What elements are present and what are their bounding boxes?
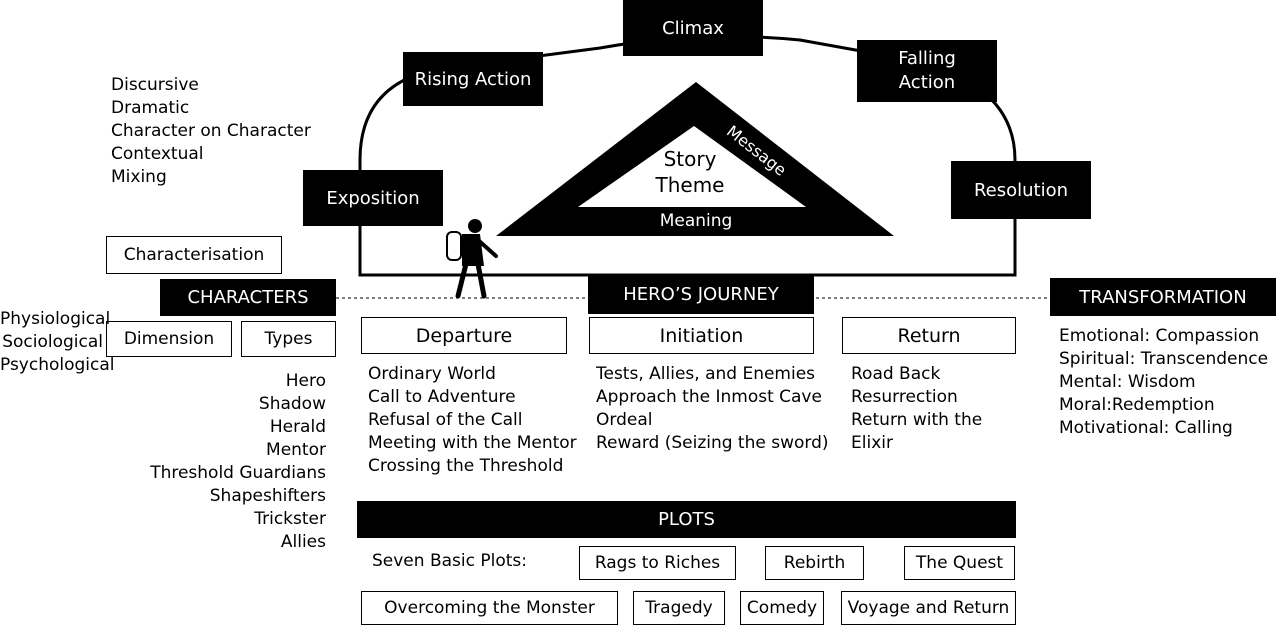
list-item: Spiritual: Transcendence	[1059, 349, 1269, 369]
list-item: Character on Character	[111, 121, 311, 141]
falling-action-label: Falling Action	[898, 48, 956, 93]
plot-label: The Quest	[915, 553, 1004, 573]
list-item: Mixing	[111, 167, 167, 187]
seven-basic-plots-label: Seven Basic Plots:	[372, 551, 527, 571]
exposition-label: Exposition	[326, 187, 420, 209]
list-item: Tests, Allies, and Enemies	[596, 364, 816, 384]
return-box: Return	[842, 317, 1016, 354]
falling-action-box: Falling Action	[857, 40, 997, 102]
heros-journey-title: HERO’S JOURNEY	[623, 283, 779, 305]
list-item: Call to Adventure	[368, 387, 516, 407]
list-item: Road Back	[851, 364, 941, 384]
departure-label: Departure	[415, 324, 513, 347]
plot-box: Comedy	[740, 591, 824, 625]
plot-box: Rebirth	[765, 546, 864, 580]
list-item: Herald	[269, 417, 326, 437]
resolution-label: Resolution	[973, 179, 1069, 201]
list-item: Sociological	[2, 332, 103, 352]
characters-title: CHARACTERS	[187, 287, 309, 308]
plot-box: Tragedy	[633, 591, 725, 625]
departure-box: Departure	[361, 317, 567, 354]
initiation-box: Initiation	[589, 317, 814, 354]
plot-label: Rags to Riches	[594, 553, 721, 573]
character-types-list: Hero Shadow Herald Mentor Threshold Guar…	[130, 370, 326, 554]
initiation-list: Tests, Allies, and Enemies Approach the …	[596, 363, 829, 455]
list-item: Return with the	[851, 410, 983, 430]
initiation-label: Initiation	[659, 324, 744, 347]
list-item: Shadow	[258, 394, 326, 414]
heros-journey-header: HERO’S JOURNEY	[588, 274, 814, 314]
transformation-header: TRANSFORMATION	[1050, 278, 1276, 316]
list-item: Ordinary World	[368, 364, 496, 384]
exposition-box: Exposition	[303, 170, 443, 226]
list-item: Elixir	[851, 433, 893, 453]
return-list: Road Back Resurrection Return with the E…	[851, 363, 982, 455]
climax-box: Climax	[623, 0, 763, 56]
rising-action-box: Rising Action	[403, 52, 543, 106]
list-item: Motivational: Calling	[1059, 418, 1233, 438]
rising-action-label: Rising Action	[414, 68, 532, 90]
list-item: Reward (Seizing the sword)	[596, 433, 829, 453]
list-item: Contextual	[111, 144, 204, 164]
list-item: Shapeshifters	[209, 486, 326, 506]
climax-label: Climax	[662, 17, 724, 39]
plot-label: Overcoming the Monster	[384, 598, 595, 618]
resolution-box: Resolution	[951, 161, 1091, 219]
types-label: Types	[264, 329, 313, 349]
plot-box: Overcoming the Monster	[361, 591, 618, 625]
plot-box: Voyage and Return	[841, 591, 1016, 625]
list-item: Meeting with the Mentor	[368, 433, 577, 453]
plots-header: PLOTS	[357, 501, 1016, 538]
story-theme-label: Story Theme	[655, 147, 725, 197]
list-item: Moral:Redemption	[1059, 395, 1215, 415]
plots-title: PLOTS	[658, 509, 715, 530]
plot-label: Voyage and Return	[847, 598, 1010, 618]
transformation-title: TRANSFORMATION	[1079, 286, 1247, 308]
list-item: Allies	[280, 532, 326, 552]
list-item: Hero	[285, 371, 326, 391]
characterisation-methods-list: Discursive Dramatic Character on Charact…	[111, 74, 311, 189]
list-item: Discursive	[111, 75, 199, 95]
list-item: Dramatic	[111, 98, 190, 118]
theme-triangle-inner	[578, 126, 806, 207]
plot-box: Rags to Riches	[579, 546, 736, 580]
list-item: Threshold Guardians	[150, 463, 326, 483]
plot-label: Tragedy	[645, 598, 713, 618]
dimension-list: Physiological Sociological Psychological	[0, 308, 115, 377]
return-label: Return	[897, 324, 961, 347]
plot-label: Rebirth	[783, 553, 846, 573]
types-box: Types	[241, 321, 336, 357]
departure-list: Ordinary World Call to Adventure Refusal…	[368, 363, 577, 478]
plot-label: Comedy	[746, 598, 818, 618]
list-item: Mentor	[266, 440, 326, 460]
meaning-label: Meaning	[659, 211, 733, 231]
characterisation-label: Characterisation	[123, 245, 265, 265]
list-item: Approach the Inmost Cave	[596, 387, 822, 407]
list-item: Physiological	[0, 309, 111, 329]
characters-header: CHARACTERS	[160, 279, 336, 316]
list-item: Resurrection	[851, 387, 958, 407]
characterisation-box: Characterisation	[106, 236, 282, 274]
plot-box: The Quest	[904, 546, 1015, 580]
dimension-label: Dimension	[123, 329, 215, 349]
list-item: Refusal of the Call	[368, 410, 523, 430]
hiker-icon	[446, 219, 498, 299]
list-item: Trickster	[254, 509, 326, 529]
list-item: Ordeal	[596, 410, 653, 430]
list-item: Mental: Wisdom	[1059, 372, 1196, 392]
transformation-list: Emotional: Compassion Spiritual: Transce…	[1059, 325, 1268, 440]
dimension-box: Dimension	[106, 321, 232, 357]
list-item: Crossing the Threshold	[368, 456, 564, 476]
list-item: Emotional: Compassion	[1059, 326, 1260, 346]
list-item: Psychological	[0, 355, 115, 375]
